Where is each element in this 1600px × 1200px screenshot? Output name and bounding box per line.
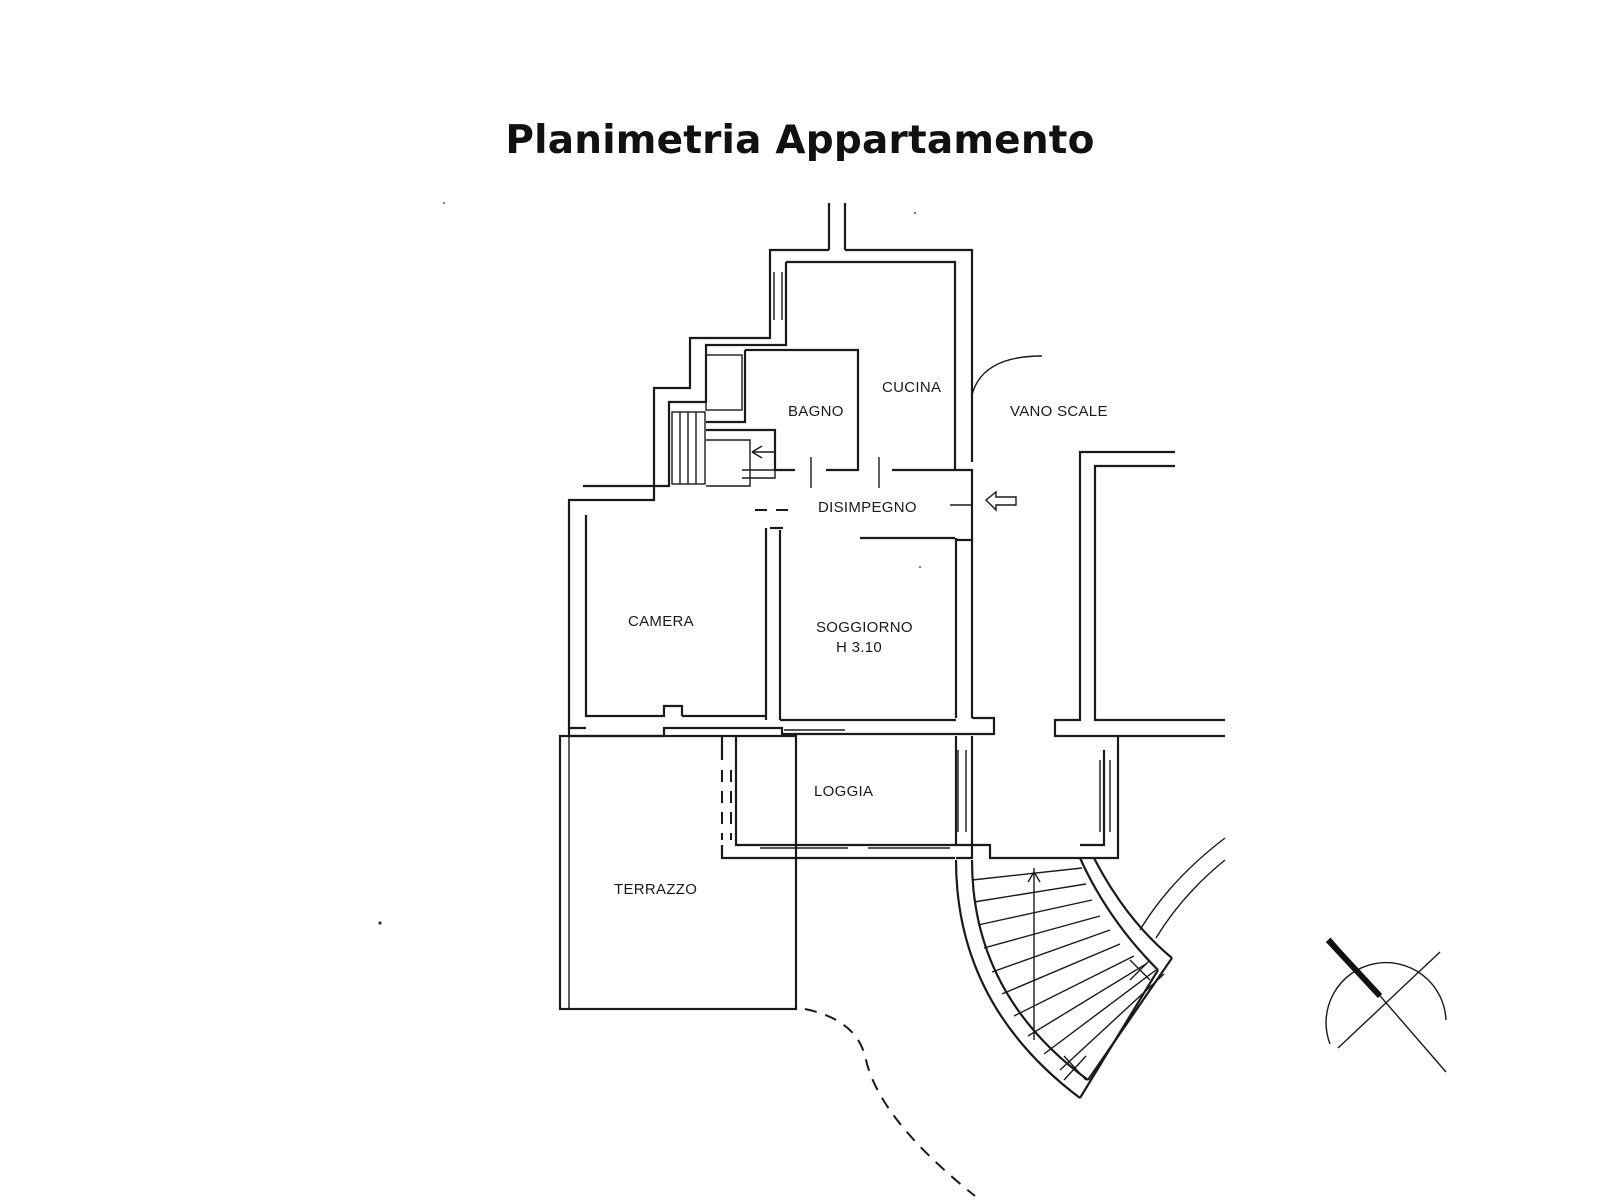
room-label-terrazzo: TERRAZZO	[614, 881, 697, 898]
disimpegno-walls	[755, 457, 974, 542]
room-label-camera: CAMERA	[628, 613, 694, 630]
room-label-cucina: CUCINA	[882, 379, 941, 396]
terrazzo-walls	[558, 734, 798, 1011]
scan-speck	[378, 921, 382, 925]
loggia-walls	[720, 736, 1120, 860]
bagno-walls	[671, 348, 860, 487]
room-label-disimpegno: DISIMPEGNO	[818, 499, 917, 516]
room-label-vano-scale: VANO SCALE	[1010, 403, 1108, 420]
garden-path-curve	[804, 1008, 976, 1197]
spiral-staircase-icon	[954, 857, 1173, 1099]
scan-speck	[919, 566, 921, 568]
room-label-soggiorno: SOGGIORNO	[816, 619, 913, 636]
exterior-walls	[567, 203, 974, 730]
scan-speck	[443, 202, 445, 204]
room-label-loggia: LOGGIA	[814, 783, 873, 800]
page-title: Planimetria Appartamento	[505, 118, 1095, 163]
room-label-bagno: BAGNO	[788, 403, 844, 420]
entrance-arrow-icon	[984, 490, 1017, 512]
north-compass-icon	[1325, 937, 1447, 1073]
garden-wall-arc	[1139, 837, 1226, 931]
vano-scale-walls	[971, 355, 1225, 738]
scan-speck	[914, 212, 916, 214]
room-label-soggiorno-height: H 3.10	[836, 639, 882, 656]
